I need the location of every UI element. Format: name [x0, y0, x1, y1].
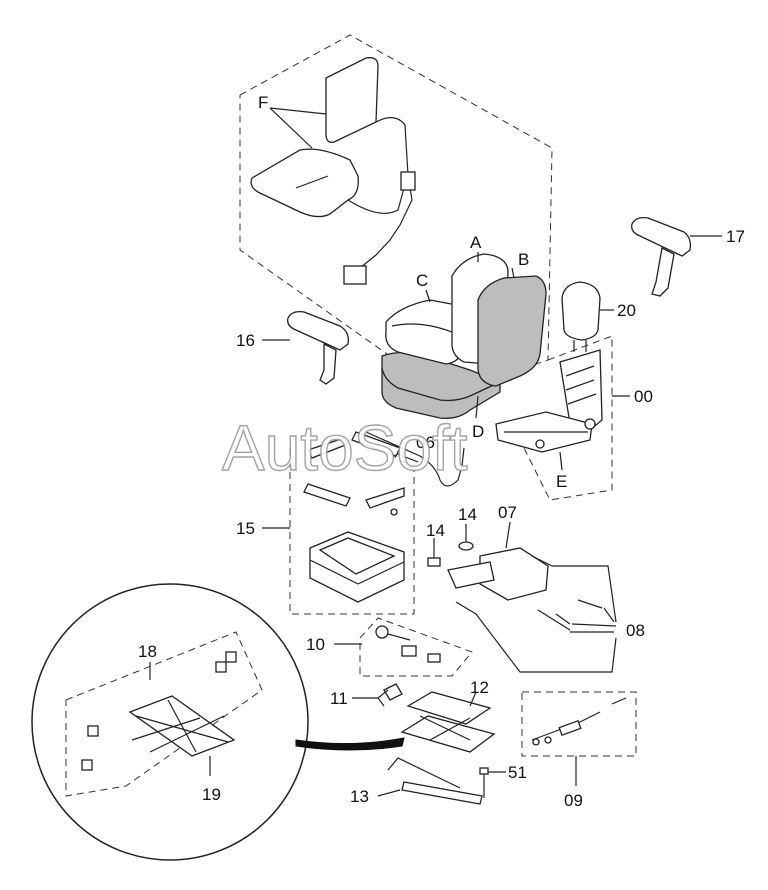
label-18: 18: [138, 642, 157, 661]
heater-kit-group: F: [239, 34, 553, 396]
armrest-left: 16: [236, 310, 349, 385]
watermark: AutoSoft: [222, 412, 468, 484]
label-14-a: 14: [426, 521, 445, 540]
label-D: D: [472, 422, 484, 441]
label-07: 07: [498, 503, 517, 522]
label-14-b: 14: [458, 505, 477, 524]
label-15: 15: [236, 519, 255, 538]
armrest-right: 17: [631, 216, 745, 297]
handle-rod: 13: [350, 757, 483, 806]
label-B: B: [518, 250, 529, 269]
spring-set: 08: [455, 555, 645, 673]
detail-magnifier: 18 19: [31, 583, 405, 861]
label-51: 51: [508, 763, 527, 782]
label-20: 20: [617, 301, 636, 320]
label-12: 12: [470, 678, 489, 697]
label-F: F: [258, 93, 268, 112]
label-08: 08: [626, 621, 645, 640]
shock-absorber-group: 09: [521, 691, 637, 810]
label-C: C: [416, 271, 428, 290]
label-19: 19: [202, 785, 221, 804]
label-16: 16: [236, 331, 255, 350]
label-13: 13: [350, 787, 369, 806]
knob-parts: 14 14: [426, 505, 477, 567]
pivot-pin-group: 10: [306, 617, 473, 677]
label-A: A: [470, 233, 482, 252]
label-00: 00: [634, 387, 653, 406]
seat-cushion-assembly: A B C D: [381, 233, 547, 441]
lever-bracket: 07: [447, 503, 549, 601]
bolt: 51: [479, 763, 527, 798]
label-06: 06: [416, 433, 435, 452]
label-10: 10: [306, 635, 325, 654]
label-09: 09: [564, 791, 583, 810]
label-17: 17: [726, 227, 745, 246]
headrest: 20: [561, 281, 636, 352]
label-E: E: [556, 472, 567, 491]
label-11: 11: [330, 689, 348, 708]
slide-rail-group: 15: [236, 431, 415, 615]
suspension-base: 11 12: [330, 678, 496, 753]
seat-frame: 00 E: [495, 335, 653, 501]
